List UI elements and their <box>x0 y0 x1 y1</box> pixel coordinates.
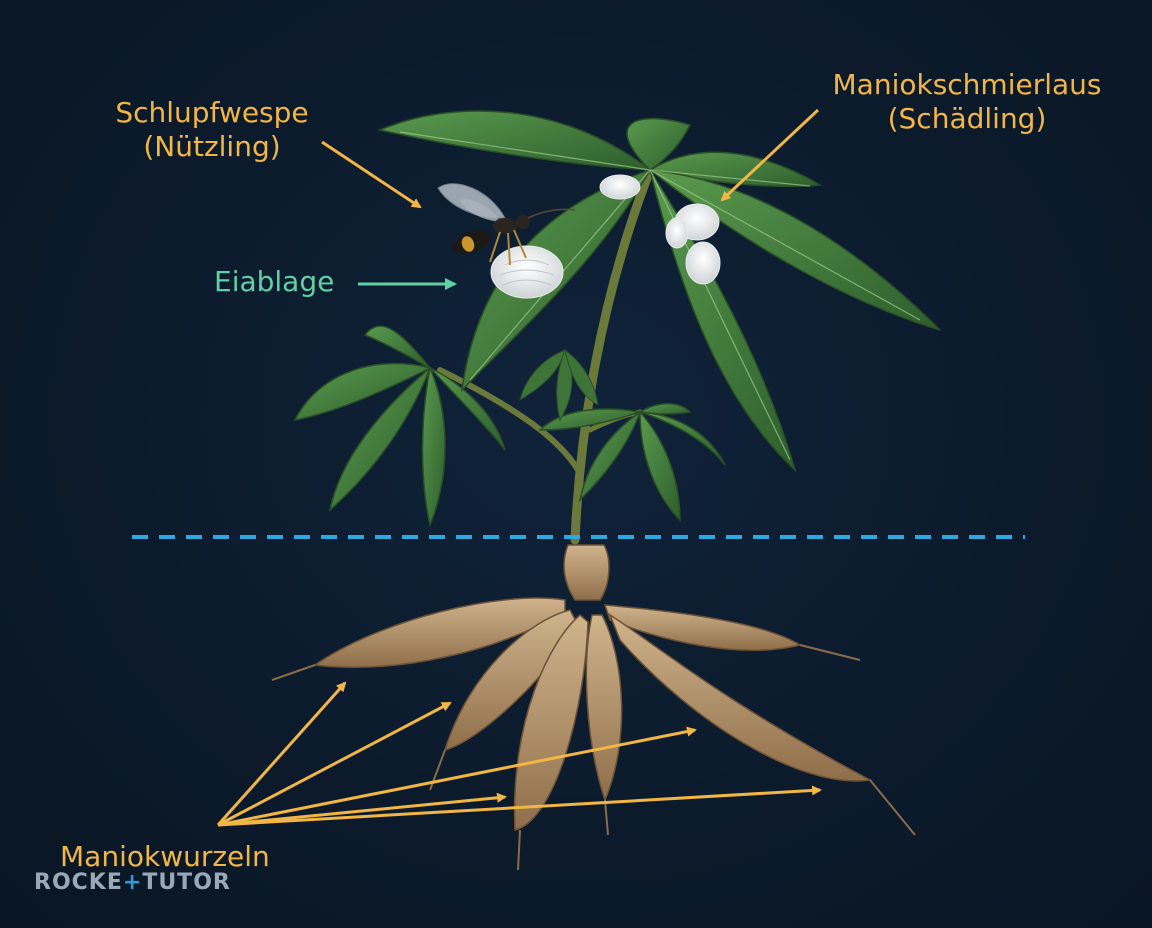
mealybug-icon <box>490 174 721 299</box>
label-mealybug-name: Maniokschmierlaus <box>832 68 1102 101</box>
leaf-sprouts <box>519 348 599 422</box>
label-arrows <box>216 108 822 827</box>
logo-left-text: ROCKE <box>34 870 123 895</box>
mealybug-segments <box>499 259 555 286</box>
label-mealybug-role: (Schädling) <box>887 102 1047 135</box>
arrow-root-3 <box>217 792 507 827</box>
logo-right-text: TUTOR <box>142 870 231 895</box>
label-egg-laying: Eiablage <box>214 265 335 298</box>
label-roots: Maniokwurzeln <box>60 840 270 873</box>
label-wasp: Schlupfwespe (Nützling) <box>92 96 332 164</box>
leaf-cluster-left <box>293 325 506 528</box>
arrow-root-5 <box>217 785 822 827</box>
arrow-wasp <box>321 140 422 209</box>
arrow-root-2 <box>217 701 452 827</box>
label-wasp-role: (Nützling) <box>143 130 281 163</box>
leaf-cluster-mid <box>538 403 726 522</box>
logo-plus-mark: + <box>122 870 143 895</box>
arrow-mealybug <box>720 108 820 202</box>
arrow-root-1 <box>216 681 347 826</box>
label-mealybug: Maniokschmierlaus (Schädling) <box>812 68 1122 136</box>
brand-logo: ROCKE+TUTOR <box>34 870 231 895</box>
cassava-root-icon <box>312 544 873 831</box>
root-tails <box>271 644 916 871</box>
wasp-icon <box>437 183 576 266</box>
label-wasp-name: Schlupfwespe <box>115 96 309 129</box>
arrow-root-4 <box>217 726 697 827</box>
